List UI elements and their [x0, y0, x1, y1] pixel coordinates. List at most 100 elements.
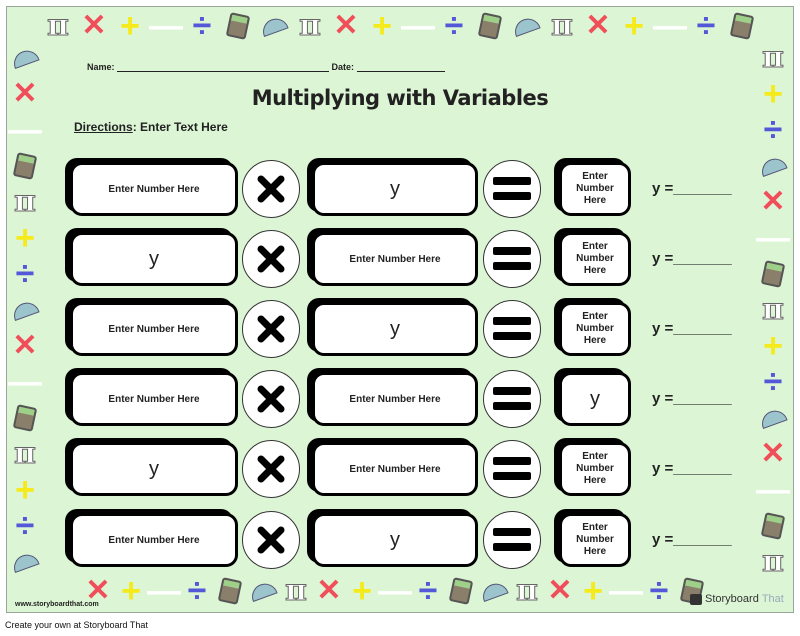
minus-icon: —	[147, 572, 181, 610]
plus-icon: +	[372, 7, 392, 45]
plus-icon: +	[121, 572, 141, 610]
left-operand-box[interactable]: Enter Number Here	[70, 513, 238, 567]
left-operand: Enter Number Here	[108, 534, 200, 546]
pi-icon: π	[299, 8, 322, 43]
times-icon: ✕	[316, 574, 342, 607]
equals-icon	[493, 387, 531, 410]
right-operand-box[interactable]: y	[312, 302, 478, 356]
equals-circle	[483, 300, 541, 358]
right-operand: Enter Number Here	[349, 393, 441, 405]
right-operand: y	[390, 317, 400, 340]
name-field[interactable]	[117, 63, 330, 72]
left-operand-box[interactable]: Enter Number Here	[70, 302, 238, 356]
divide-icon: ÷	[192, 7, 212, 45]
pi-icon: π	[14, 436, 37, 471]
multiply-circle	[242, 230, 300, 288]
equals-icon	[493, 247, 531, 270]
times-icon: ✕	[12, 77, 38, 110]
product: Enter Number Here	[576, 451, 614, 486]
right-operand: Enter Number Here	[349, 463, 441, 475]
protractor-icon	[259, 13, 289, 39]
minus-icon: —	[609, 572, 643, 610]
pi-icon: π	[285, 573, 308, 608]
equals-circle	[483, 230, 541, 288]
multiply-circle	[242, 160, 300, 218]
answer-line[interactable]: y =_______	[652, 460, 732, 477]
calc-icon	[225, 12, 251, 40]
times-icon: ✕	[333, 9, 359, 42]
problem-row: Enter Number Here Enter Number Here y y …	[0, 370, 800, 428]
right-operand-box[interactable]: Enter Number Here	[312, 372, 478, 426]
left-operand-box[interactable]: y	[70, 442, 238, 496]
equals-icon	[493, 177, 531, 200]
problem-row: Enter Number Here y Enter Number Here y …	[0, 511, 800, 569]
product: Enter Number Here	[576, 171, 614, 206]
right-operand-box[interactable]: Enter Number Here	[312, 232, 478, 286]
product-box[interactable]: Enter Number Here	[559, 513, 631, 567]
plus-icon: +	[120, 7, 140, 45]
times-icon: ✕	[760, 437, 786, 470]
date-field[interactable]	[356, 63, 445, 72]
right-operand-box[interactable]: y	[312, 162, 478, 216]
multiply-circle	[242, 511, 300, 569]
equals-icon	[493, 317, 531, 340]
product-box[interactable]: Enter Number Here	[559, 162, 631, 216]
minus-icon: —	[149, 7, 183, 45]
minus-icon: —	[653, 7, 687, 45]
answer-line[interactable]: y =_______	[652, 180, 732, 197]
left-operand: y	[149, 247, 159, 270]
left-operand: Enter Number Here	[108, 393, 200, 405]
answer-line[interactable]: y =_______	[652, 320, 732, 337]
calc-icon	[217, 577, 243, 605]
product: Enter Number Here	[576, 241, 614, 276]
product-box[interactable]: Enter Number Here	[559, 442, 631, 496]
pi-icon: π	[762, 544, 785, 579]
right-operand: Enter Number Here	[349, 253, 441, 265]
plus-icon: +	[583, 572, 603, 610]
plus-icon: +	[15, 471, 35, 509]
problem-row: Enter Number Here y Enter Number Here y …	[0, 300, 800, 358]
left-operand-box[interactable]: Enter Number Here	[70, 372, 238, 426]
equals-circle	[483, 440, 541, 498]
pi-icon: π	[47, 8, 70, 43]
directions[interactable]: Directions: Enter Text Here	[74, 120, 228, 134]
answer-line[interactable]: y =_______	[652, 531, 732, 548]
problem-row: y Enter Number Here Enter Number Here y …	[0, 440, 800, 498]
right-operand-box[interactable]: y	[312, 513, 478, 567]
right-operand: y	[390, 528, 400, 551]
divide-icon: ÷	[444, 7, 464, 45]
left-operand-box[interactable]: Enter Number Here	[70, 162, 238, 216]
pi-icon: π	[551, 8, 574, 43]
footer-credit[interactable]: Create your own at Storyboard That	[5, 620, 148, 630]
equals-circle	[483, 511, 541, 569]
pi-icon: π	[762, 40, 785, 75]
plus-icon: +	[352, 572, 372, 610]
multiply-icon	[257, 385, 285, 413]
calc-icon	[448, 577, 474, 605]
right-operand-box[interactable]: Enter Number Here	[312, 442, 478, 496]
divide-icon: ÷	[649, 572, 669, 610]
product-box[interactable]: Enter Number Here	[559, 302, 631, 356]
divide-icon: ÷	[763, 111, 783, 149]
divide-icon: ÷	[15, 507, 35, 545]
divide-icon: ÷	[763, 363, 783, 401]
equals-icon	[493, 457, 531, 480]
minus-icon: —	[401, 7, 435, 45]
pi-icon: π	[762, 292, 785, 327]
left-operand-box[interactable]: y	[70, 232, 238, 286]
product-box[interactable]: Enter Number Here	[559, 232, 631, 286]
name-label: Name:	[87, 62, 115, 72]
minus-icon: —	[8, 363, 42, 401]
problem-row: y Enter Number Here Enter Number Here y …	[0, 230, 800, 288]
answer-line[interactable]: y =_______	[652, 390, 732, 407]
plus-icon: +	[763, 75, 783, 113]
pi-icon: π	[516, 573, 539, 608]
minus-icon: —	[8, 111, 42, 149]
product-box[interactable]: y	[559, 372, 631, 426]
directions-label: Directions	[74, 120, 133, 134]
calc-icon	[729, 12, 755, 40]
times-icon: ✕	[12, 329, 38, 362]
answer-line[interactable]: y =_______	[652, 250, 732, 267]
right-operand: y	[390, 177, 400, 200]
times-icon: ✕	[81, 9, 107, 42]
